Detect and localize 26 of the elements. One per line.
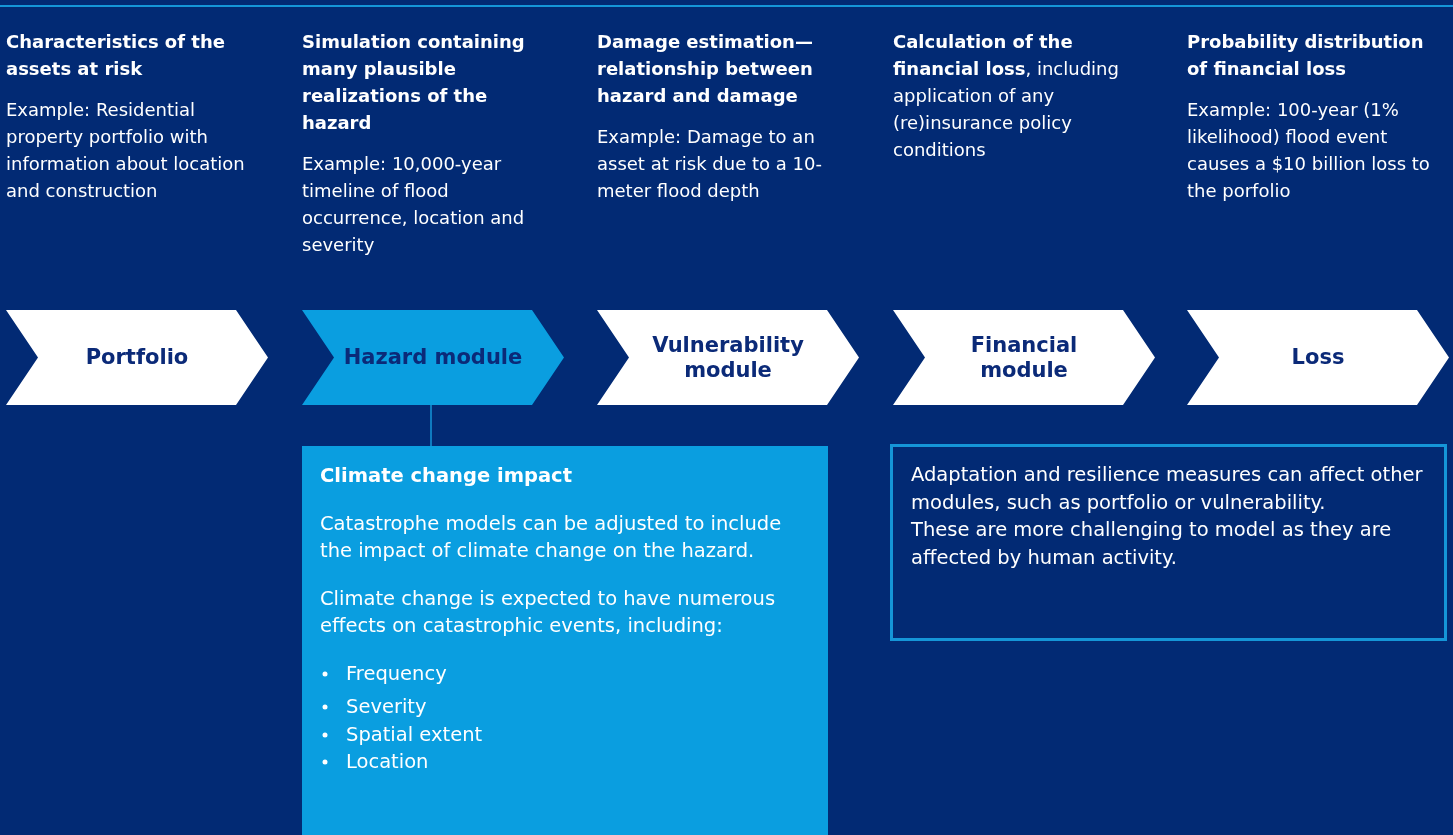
bullet-item: Spatial extent (320, 720, 810, 748)
chevron-label: Vulnerability module (651, 332, 805, 383)
info-panel (302, 446, 828, 835)
example-text: Example: 10,000-year timeline of flood occurrence, location and severity (302, 152, 526, 257)
bullet-item: Severity (320, 693, 810, 721)
example-text: Example: Residential property portfolio with information about location and construction (6, 98, 246, 203)
bullet-item: Location (320, 748, 810, 776)
panel-text: Adaptation and resilience measures can affect other modules, such as portfolio or vulnerability. (911, 462, 1424, 516)
panel-heading: Climate change impact (320, 463, 573, 489)
connector-line (430, 404, 432, 447)
chevron-label: Financial module (969, 332, 1079, 383)
column-heading: Damage estimation—relationship between hazard and damage (597, 30, 814, 108)
column-text: Calculation of the financial loss, including application of any (re)insurance policy conditions (893, 30, 1120, 162)
chevron-label: Loss (1291, 345, 1345, 370)
column-heading: Simulation containing many plausible realizations of the hazard (302, 30, 526, 135)
chevron-label: Portfolio (85, 345, 189, 370)
column-heading: Characteristics of the assets at risk (6, 30, 226, 81)
note-panel (890, 444, 1447, 641)
example-text: Example: Damage to an asset at risk due to a 10-meter flood depth (597, 125, 823, 203)
panel-text: Catastrophe models can be adjusted to include the impact of climate change on the hazard. (320, 510, 783, 564)
example-text: Example: 100-year (1% likelihood) flood event causes a $10 billion loss to the porfolio (1187, 98, 1431, 203)
bullet-item: Frequency (320, 659, 810, 687)
panel-text: These are more challenging to model as they are affected by human activity. (911, 517, 1393, 571)
chevron-label: Hazard module (343, 345, 523, 370)
panel-text: Climate change is expected to have numerous effects on catastrophic events, including: (320, 585, 777, 639)
column-heading: Probability distribution of financial loss (1187, 30, 1425, 81)
